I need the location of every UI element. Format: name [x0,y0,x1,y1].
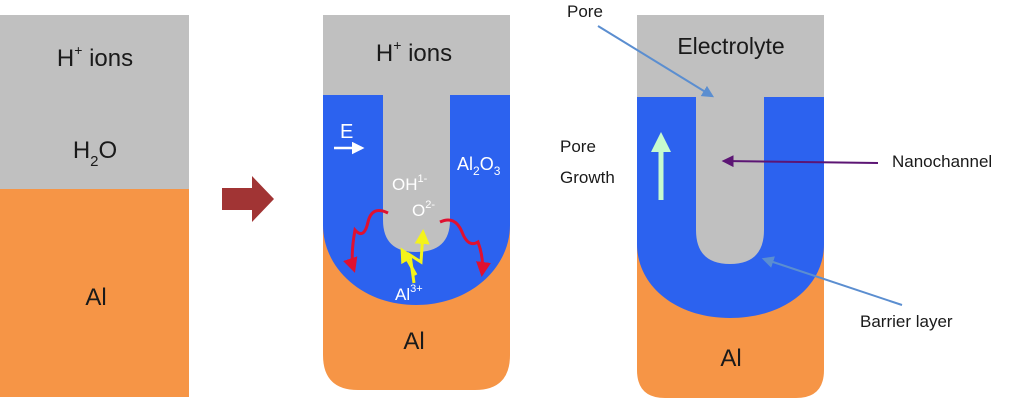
aluminum-label: Al [720,345,741,372]
hydrogen-ions-label: H+ ions [57,42,133,72]
aluminum-ion-label: Al3+ [395,283,423,304]
aluminum-label: Al [403,328,424,355]
hydrogen-ions-label: H+ ions [376,37,452,67]
panel-pore-growth: Electrolyte Pore Pore Growth Nanochannel… [560,2,992,398]
pore-channel [383,94,450,252]
panel-anodization: H+ ions E Al2O3 OH1- O2- Al3+ Al [323,15,510,390]
barrier-layer-label: Barrier layer [860,312,953,331]
pore-pointer [597,25,715,98]
electrolyte-region [0,15,189,189]
electrolyte-region [323,15,510,95]
aluminum-label: Al [85,284,106,311]
electrolyte-region [637,15,824,97]
oxygen-migration-right [439,218,491,277]
oxygen-migration-left [343,209,389,273]
oxide-formula-label: Al2O3 [457,154,501,178]
barrier-layer-pointer [761,256,903,306]
oxide-ion-label: O2- [412,199,435,220]
nanochannel-label: Nanochannel [892,152,992,171]
electrolyte-label: Electrolyte [677,33,784,59]
aluminum-ion-migration-left [400,247,418,276]
electric-field-label: E [340,121,353,143]
right-arrow-icon [222,176,274,222]
water-label: H2O [73,137,117,170]
pore-growth-label-line1: Pore [560,137,596,156]
pore-label: Pore [567,2,603,21]
pore-growth-label-line2: Growth [560,168,615,187]
aluminum-region [0,189,189,397]
panel-initial: H+ ions H2O Al [0,15,189,397]
nanochannel-pointer [721,155,879,168]
nanochannel [696,96,764,264]
hydroxide-ion-label: OH1- [392,173,428,194]
up-arrow-icon [651,132,671,200]
